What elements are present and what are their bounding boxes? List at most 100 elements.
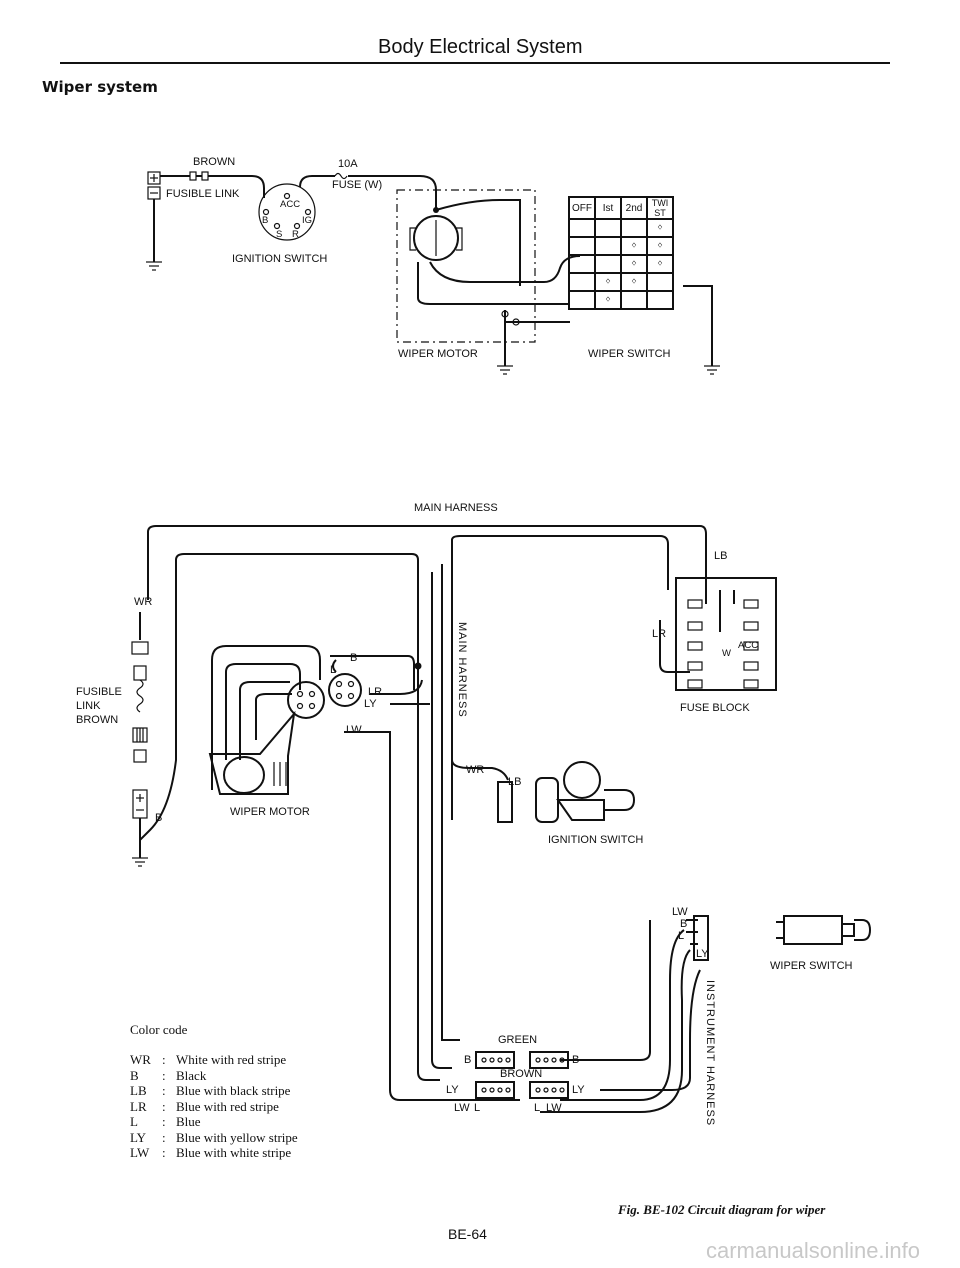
label-fuse-w: FUSE (W): [332, 179, 383, 191]
label-wiper-switch-top: WIPER SWITCH: [588, 348, 671, 360]
switch-col-twist: TWI ST: [646, 196, 674, 220]
harness-connector-motor: [328, 673, 362, 707]
label-b: B: [262, 215, 269, 226]
figure-caption: Fig. BE-102 Circuit diagram for wiper: [618, 1202, 826, 1217]
label-lr-motor: LR: [368, 686, 383, 698]
instrument-ly-wire: [600, 969, 701, 1091]
ignition-switch-body: [563, 761, 601, 799]
lr-fuse-wire: [659, 620, 690, 673]
lr-lead: [370, 679, 423, 695]
wiper-motor-connector: [287, 681, 325, 719]
harness-loop-5: [441, 564, 460, 1041]
fuse-block-outline: [675, 577, 777, 691]
header-rule: [60, 62, 890, 64]
label-b-left: B: [155, 812, 163, 824]
legend-row: WR:White with red stripe: [130, 1052, 287, 1067]
wiper-motor-box: [396, 189, 536, 343]
motor-wire-top: [435, 199, 521, 286]
label-wiper-switch-harness: WIPER SWITCH: [770, 960, 853, 972]
switch-ground-wire: [683, 285, 713, 366]
ground-symbol-4: [132, 857, 148, 867]
motor-wire-mid: [429, 255, 581, 283]
label-lb-ign: LB: [508, 776, 522, 788]
switch-col-1st: Ist: [594, 196, 622, 220]
legend-row: LR:Blue with red stripe: [130, 1098, 279, 1114]
label-brown-left: BROWN: [76, 714, 119, 726]
label-wiper-motor-harness: WIPER MOTOR: [230, 806, 310, 818]
instrument-connector: [693, 915, 709, 961]
battery-positive-terminal: [147, 171, 161, 185]
wiper-motor-harness-outer: [211, 645, 321, 790]
label-ly-brown-l: LY: [446, 1084, 459, 1096]
harness-loop-4: [431, 572, 452, 1069]
label-instrument-harness: INSTRUMENT HARNESS: [704, 980, 716, 1127]
label-lw-motor: LW: [346, 724, 362, 736]
harness-loop-2: [175, 553, 440, 1081]
label-ignition-switch-top: IGNITION SWITCH: [232, 253, 328, 265]
wr-lead: [451, 759, 509, 781]
motor-wire-bottom: [504, 310, 570, 323]
label-ly-instr: LY: [696, 948, 709, 960]
label-l-brown-r: L: [534, 1102, 541, 1114]
label-lw-brown-l: LW: [454, 1102, 470, 1114]
label-l-instr: L: [678, 930, 685, 942]
color-code-title: Color code: [130, 1022, 188, 1037]
wiper-switch-body: [783, 915, 843, 945]
label-brown-conn: BROWN: [500, 1068, 543, 1080]
switch-col-off: OFF: [568, 196, 596, 220]
label-l-brown: L: [474, 1102, 481, 1114]
wiper-motor-body: [208, 710, 296, 795]
label-green: GREEN: [498, 1034, 538, 1046]
green-connector-female: [529, 1051, 569, 1069]
page-number: BE-64: [448, 1226, 487, 1242]
legend-row: LB:Blue with black stripe: [130, 1083, 291, 1098]
motor-wire-low: [417, 262, 568, 305]
instrument-l-wire: [540, 949, 691, 1113]
label-s: S: [276, 229, 283, 240]
legend-row: LW:Blue with white stripe: [130, 1145, 292, 1160]
harness-loop-3: [451, 535, 669, 820]
fusible-link-wire: [160, 175, 265, 198]
legend-row: B:Black: [130, 1067, 207, 1083]
label-lw-instr: LW: [672, 906, 688, 918]
label-brown: BROWN: [193, 156, 236, 168]
label-r: R: [292, 229, 299, 240]
ignition-switch-symbol: [258, 183, 316, 241]
page-header: Body Electrical System: [378, 36, 583, 58]
label-fuse-block: FUSE BLOCK: [680, 702, 750, 714]
label-b-green-l: B: [464, 1054, 472, 1066]
battery-b-wire: [139, 650, 177, 843]
label-main-harness: MAIN HARNESS: [414, 502, 498, 514]
harness-outer-loop: [147, 525, 707, 600]
ground-symbol-1: [146, 261, 162, 271]
label-ig: IG: [302, 215, 313, 226]
label-ly-brown-r: LY: [572, 1084, 585, 1096]
instrument-lw-wire: [560, 929, 685, 1101]
label-wr-ign: WR: [466, 764, 485, 776]
label-lw-brown-r: LW: [546, 1102, 562, 1114]
wiper-motor-symbol: [413, 215, 459, 261]
ignition-connector-2: [535, 777, 559, 823]
color-code-legend: WR:White with red stripe B:Black LB:Blue…: [130, 1052, 298, 1161]
brown-connector-female: [529, 1081, 569, 1099]
label-acc-fuse: ACC: [738, 640, 759, 651]
switch-col-2nd: 2nd: [620, 196, 648, 220]
label-fusible: FUSIBLE: [76, 686, 122, 698]
section-title: Wiper system: [42, 78, 158, 96]
watermark: carmanualsonline.info: [706, 1238, 921, 1263]
label-lr-fuse: LR: [652, 628, 667, 640]
green-connector-male: [475, 1051, 515, 1069]
connector-1: [131, 641, 149, 655]
label-link: LINK: [76, 700, 101, 712]
label-fusible-link: FUSIBLE LINK: [166, 188, 240, 200]
ground-symbol-3: [704, 365, 720, 375]
label-b-instr: B: [680, 918, 688, 930]
brown-connector-male: [475, 1081, 515, 1099]
b-lead: [330, 655, 415, 690]
label-main-harness-vertical: MAIN HARNESS: [456, 622, 468, 718]
label-b-green-r: B: [572, 1054, 580, 1066]
label-l-motor: L: [330, 664, 337, 676]
ground-symbol-2: [497, 365, 513, 375]
